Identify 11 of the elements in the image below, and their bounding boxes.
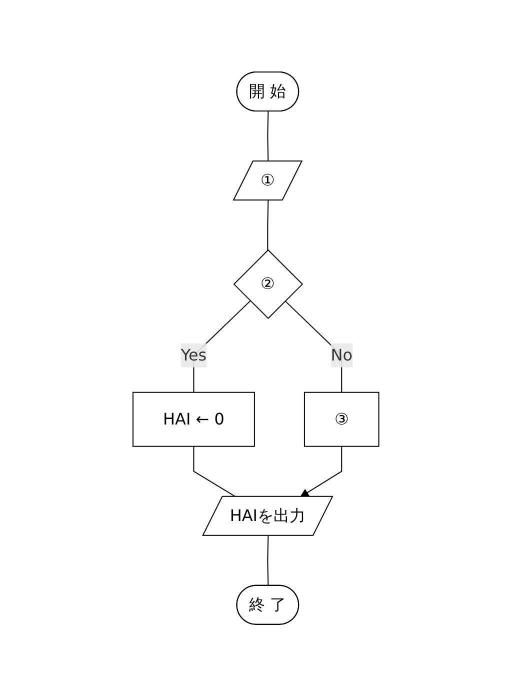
node-diamond: ②: [232, 250, 303, 320]
edge-label: Yes: [180, 346, 206, 365]
node-box: ③: [304, 392, 379, 448]
connector: [266, 111, 268, 162]
arrow: [300, 446, 342, 498]
edge-label: No: [330, 346, 352, 365]
connector: [266, 200, 268, 251]
connector: [284, 300, 342, 394]
connector: [192, 446, 236, 498]
node-box: HAI ← 0: [132, 392, 255, 448]
connector: [266, 536, 268, 587]
